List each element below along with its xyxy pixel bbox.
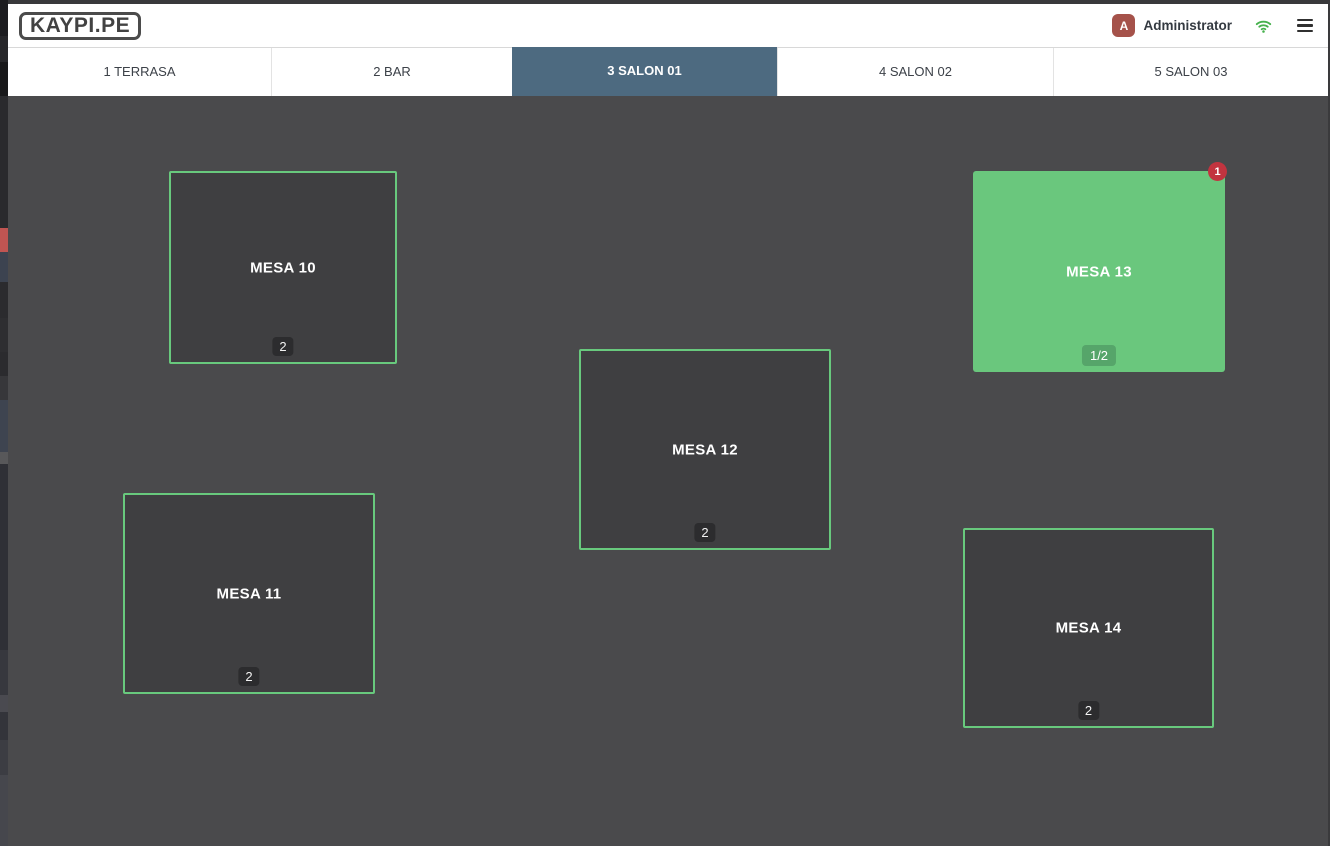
table-card-mesa-14[interactable]: MESA 14 2 [963, 528, 1214, 728]
header-right-group: A Administrator [1112, 14, 1313, 37]
background-window-edge-segment [0, 252, 8, 282]
table-label: MESA 11 [216, 585, 282, 602]
app-header: KAYPI.PE A Administrator [8, 4, 1328, 47]
floor-plan-canvas: MESA 10 2 1 MESA 13 1/2 MESA 12 2 MESA 1… [8, 96, 1328, 846]
table-capacity-badge: 2 [1077, 701, 1100, 720]
background-window-edge-segment [0, 282, 8, 318]
background-window-edge-segment [0, 62, 8, 96]
table-capacity-badge: 2 [694, 523, 716, 542]
background-window-edge-segment [0, 452, 8, 464]
table-capacity-badge: 2 [272, 337, 294, 356]
user-avatar[interactable]: A [1112, 14, 1136, 37]
background-window-edge-segment [0, 0, 8, 36]
table-capacity-badge: 2 [238, 667, 260, 686]
background-window-edge-segment [0, 775, 8, 846]
table-capacity-badge: 1/2 [1081, 345, 1117, 366]
background-window-edge-segment [0, 740, 8, 775]
table-label: MESA 10 [250, 259, 316, 276]
tab-bar[interactable]: 2 BAR [271, 48, 512, 96]
tab-salon-03[interactable]: 5 SALON 03 [1053, 48, 1328, 96]
background-window-edge-segment [0, 96, 8, 228]
background-window-edge-segment [0, 712, 8, 740]
table-card-mesa-11[interactable]: MESA 11 2 [123, 493, 375, 694]
window-right-border [1328, 0, 1330, 846]
table-label: MESA 14 [1055, 619, 1122, 637]
background-window-edge-segment [0, 376, 8, 400]
window-top-border [0, 0, 1330, 4]
user-name[interactable]: Administrator [1143, 18, 1232, 33]
table-label: MESA 13 [1066, 263, 1132, 280]
tab-salon-02[interactable]: 4 SALON 02 [777, 48, 1053, 96]
background-window-edge-segment [0, 352, 8, 376]
background-window-edge-segment [0, 464, 8, 650]
background-window-edge-segment [0, 650, 8, 695]
background-window-edge-segment [0, 228, 8, 252]
table-card-mesa-12[interactable]: MESA 12 2 [579, 349, 831, 550]
table-label: MESA 12 [672, 441, 738, 458]
background-window-edge-segment [0, 318, 8, 352]
app-logo: KAYPI.PE [19, 11, 142, 40]
table-card-mesa-10[interactable]: MESA 10 2 [169, 171, 397, 364]
menu-hamburger-icon[interactable] [1297, 17, 1313, 34]
table-card-mesa-13[interactable]: 1 MESA 13 1/2 [973, 162, 1227, 372]
background-window-edge [0, 0, 8, 846]
background-window-edge-segment [0, 695, 8, 712]
wifi-icon [1254, 17, 1273, 35]
background-window-edge-segment [0, 400, 8, 452]
tab-terrasa[interactable]: 1 TERRASA [103, 64, 176, 79]
background-window-edge-segment [0, 36, 8, 62]
tab-salon-01[interactable]: 3 SALON 01 [512, 47, 777, 97]
table-notification-badge: 1 [1208, 162, 1227, 181]
area-tabbar: 1 TERRASA 2 BAR 3 SALON 01 4 SALON 02 5 … [8, 47, 1328, 97]
